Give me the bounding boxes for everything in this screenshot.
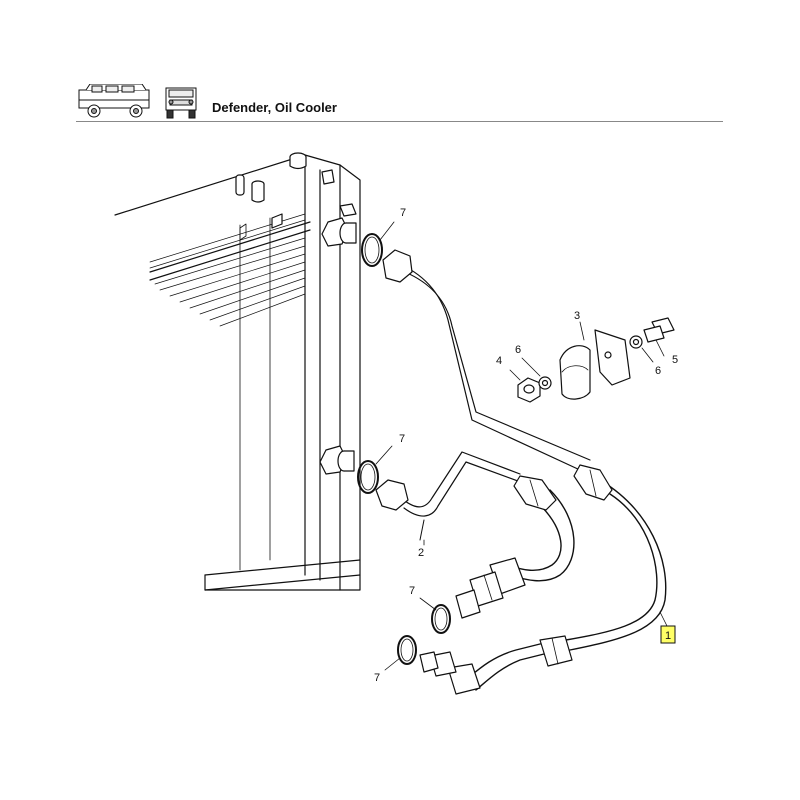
callout-6-left: 6	[515, 344, 521, 356]
washer-right	[629, 335, 643, 349]
lower-cooler-pipe	[375, 451, 527, 541]
header-divider	[76, 121, 723, 122]
o-ring-lower	[357, 460, 379, 494]
callout-1-highlight	[660, 625, 676, 644]
radiator	[114, 152, 361, 591]
callout-4: 4	[496, 355, 502, 367]
callout-6-right: 6	[655, 365, 661, 377]
callout-7-lower: 7	[399, 433, 405, 445]
nut	[517, 377, 541, 403]
callout-2: 2	[418, 547, 424, 559]
diagram-title: Defender, Oil Cooler	[212, 100, 337, 115]
callout-1: 1	[665, 630, 671, 642]
oil-cooler-hose-assembly	[419, 464, 667, 695]
callout-5: 5	[672, 354, 678, 366]
upper-cooler-pipe	[382, 249, 591, 471]
washer-left	[538, 376, 552, 390]
hose-clamp	[559, 329, 631, 400]
callout-3: 3	[574, 310, 580, 322]
o-ring-hose-2	[397, 635, 417, 665]
vehicle-icons	[78, 84, 197, 119]
callout-7-hose-1: 7	[409, 585, 415, 597]
o-ring-upper	[361, 233, 383, 267]
o-ring-hose-1	[431, 604, 451, 634]
bolt	[643, 317, 675, 343]
callout-7-upper: 7	[400, 207, 406, 219]
diagram-header: Defender, Oil Cooler	[76, 84, 724, 124]
vehicle-front-view-icon	[165, 87, 197, 119]
callout-7-hose-2: 7	[374, 672, 380, 684]
vehicle-side-view-icon	[78, 84, 150, 118]
